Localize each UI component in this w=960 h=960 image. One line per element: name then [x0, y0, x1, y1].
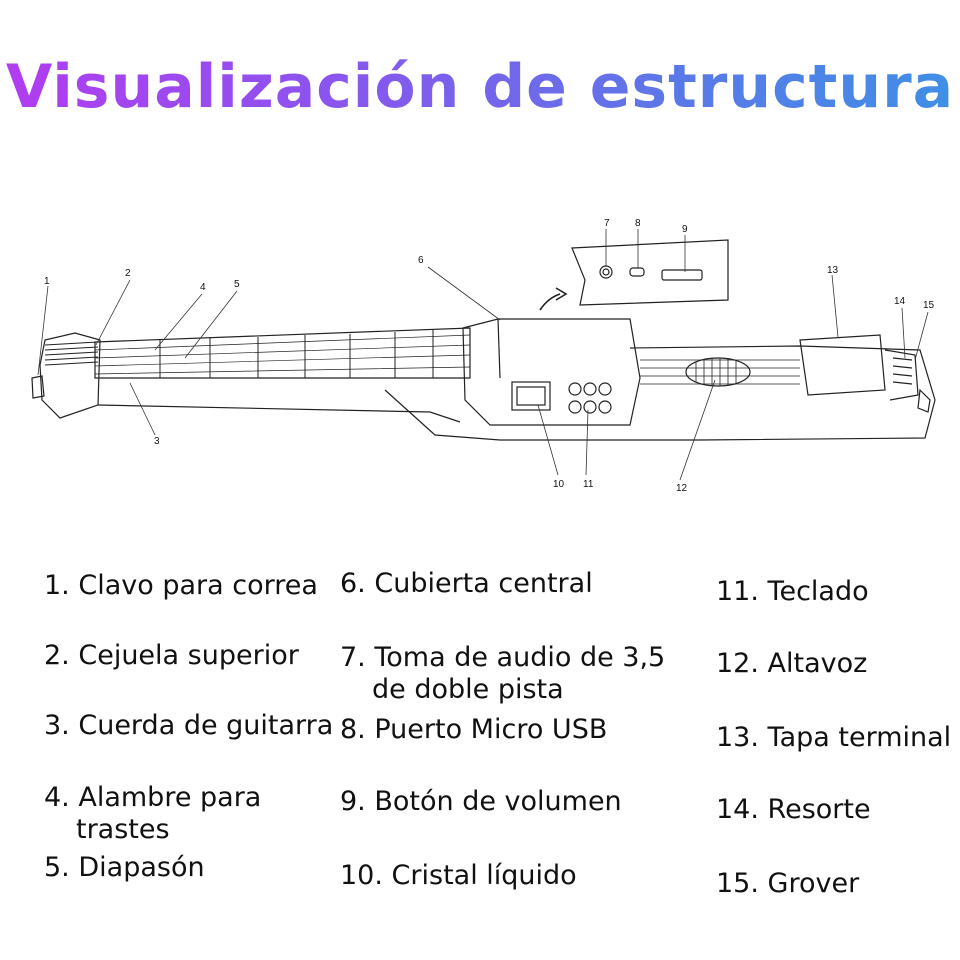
legend-item: 4. Alambre para trastes: [44, 782, 262, 845]
key-button: [568, 382, 582, 396]
callout-14: 14: [894, 296, 906, 307]
legend-item: 7. Toma de audio de 3,5 de doble pista: [340, 642, 666, 705]
speaker-grille: [685, 357, 751, 387]
body: [500, 345, 936, 441]
volume-button: [661, 269, 703, 281]
legend-column-2: 6. Cubierta central 7. Toma de audio de …: [340, 568, 700, 908]
callout-9: 9: [682, 224, 688, 235]
callout-1: 1: [44, 276, 50, 287]
legend-item: 6. Cubierta central: [340, 568, 593, 599]
legend-item: 5. Diapasón: [44, 852, 205, 883]
callout-3: 3: [154, 436, 160, 447]
callout-8: 8: [635, 218, 641, 229]
legend-item: 15. Grover: [716, 868, 860, 899]
lcd: [511, 381, 551, 411]
headstock: [39, 332, 101, 419]
legend-item: 10. Cristal líquido: [340, 860, 577, 891]
legend-item: 9. Botón de volumen: [340, 786, 622, 817]
legend-column-1: 1. Clavo para correa 2. Cejuela superior…: [44, 570, 334, 910]
legend-item: 8. Puerto Micro USB: [340, 714, 608, 745]
callout-5: 5: [234, 279, 240, 290]
callout-10: 10: [553, 479, 565, 490]
end-cap: [799, 334, 886, 396]
legend-item: 1. Clavo para correa: [44, 570, 318, 601]
page-title: Visualización de estructura: [0, 52, 960, 122]
strap-pin: [31, 375, 45, 399]
callout-4: 4: [200, 282, 206, 293]
legend-item: 2. Cejuela superior: [44, 640, 299, 671]
legend-item: 11. Teclado: [716, 576, 869, 607]
legend-item: 13. Tapa terminal: [716, 722, 952, 753]
callout-7: 7: [604, 218, 610, 229]
port-panel: [571, 239, 729, 306]
central-cover: [462, 318, 641, 426]
callout-11: 11: [583, 479, 594, 490]
guitar-diagram: 1 2 3 4 5 6 7 8 9 10 11 12 13 14 15: [31, 218, 936, 494]
callout-12: 12: [676, 483, 688, 494]
callout-2: 2: [125, 268, 131, 279]
callout-13: 13: [827, 265, 839, 276]
callout-15: 15: [923, 300, 935, 311]
micro-usb-port: [629, 267, 645, 277]
legend-item: 3. Cuerda de guitarra: [44, 710, 334, 741]
legend-item: 12. Altavoz: [716, 648, 868, 679]
legend-column-3: 11. Teclado 12. Altavoz 13. Tapa termina…: [716, 576, 956, 916]
callout-6: 6: [418, 255, 424, 266]
bridge: [884, 349, 919, 401]
audio-jack: [599, 265, 613, 279]
legend-item: 14. Resorte: [716, 794, 871, 825]
